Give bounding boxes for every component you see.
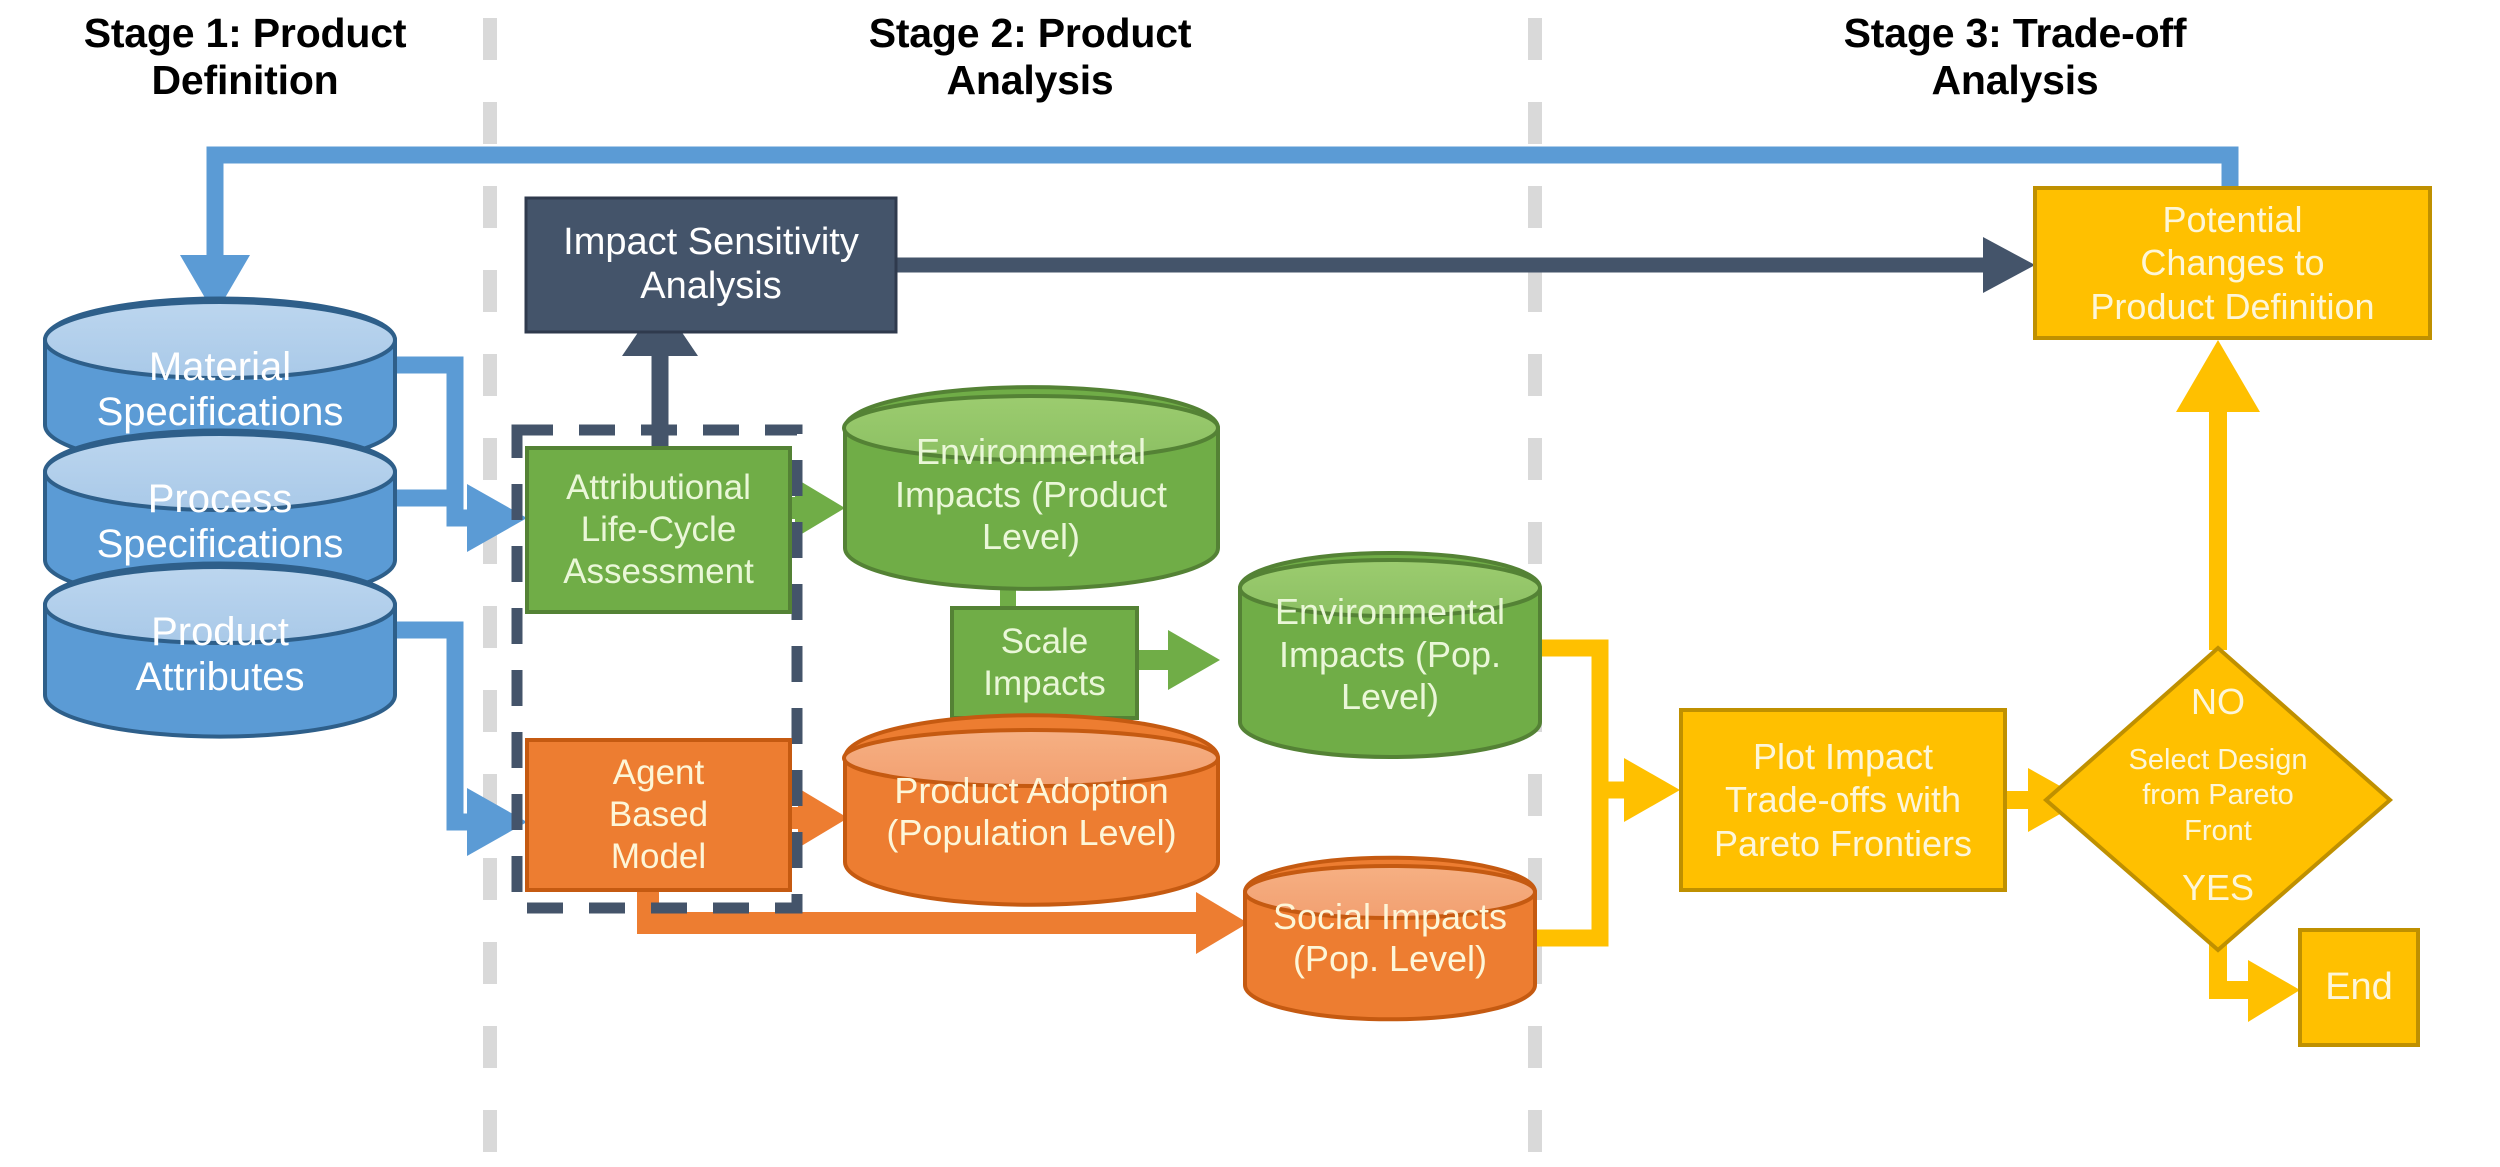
edge-impact-sensitivity-to-potential-changes [890, 237, 2035, 293]
stage-title-2: Stage 2: Product Analysis [790, 10, 1270, 103]
node-attributional-lca[interactable] [525, 446, 792, 614]
stage-title-3: Stage 3: Trade-off Analysis [1755, 10, 2275, 103]
edge-select-design-yes-to-end [2209, 930, 2300, 1022]
node-select-design[interactable] [2042, 645, 2394, 953]
node-social-impacts[interactable] [1243, 855, 1537, 1022]
node-potential-changes[interactable] [2033, 186, 2432, 340]
stage-title-1-line1: Stage 1: Product [83, 10, 407, 56]
node-plot-impact-tradeoffs[interactable] [1679, 708, 2007, 892]
node-scale-impacts[interactable] [950, 606, 1139, 720]
stage-title-3-line1: Stage 3: Trade-off [1843, 10, 2187, 56]
edge-process-specs-to-alca [395, 484, 527, 552]
stage-title-1: Stage 1: Product Definition [20, 10, 470, 103]
stage-title-2-line2: Analysis [946, 56, 1114, 103]
edge-material-specs-to-alca [395, 356, 464, 518]
edge-abm-to-product-adoption [790, 788, 848, 848]
edge-select-design-no-to-potential-changes [2176, 340, 2260, 650]
stage-title-3-line2: Analysis [1931, 56, 2099, 103]
node-end[interactable] [2298, 928, 2420, 1047]
node-material-specifications[interactable] [43, 296, 397, 469]
node-product-attributes[interactable] [43, 561, 397, 739]
node-impact-sensitivity-analysis[interactable] [524, 196, 898, 334]
edge-product-attributes-to-abm [395, 621, 527, 856]
node-environmental-impacts-population[interactable] [1238, 551, 1542, 759]
model-group-dashed-box [511, 424, 803, 914]
stage-title-2-line1: Stage 2: Product [868, 10, 1192, 56]
node-process-specifications[interactable] [43, 428, 397, 604]
node-agent-based-model[interactable] [525, 738, 792, 892]
edge-potential-changes-to-material-specs [180, 146, 2239, 315]
edge-scale-impacts-to-env-impacts-pop [1137, 630, 1220, 690]
node-environmental-impacts-product[interactable] [842, 385, 1220, 591]
node-product-adoption[interactable] [842, 713, 1220, 907]
edge-alca-to-env-impacts-product [790, 478, 845, 538]
stage-title-1-line2: Definition [151, 56, 339, 103]
